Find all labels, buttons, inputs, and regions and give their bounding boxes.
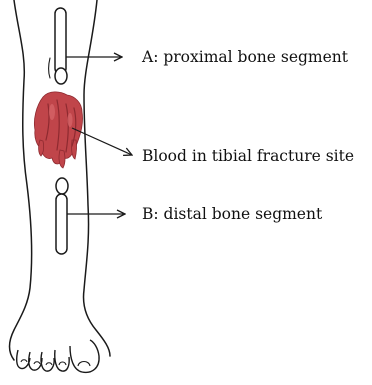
proximal-bone-shaft bbox=[55, 8, 66, 74]
proximal-bone-icon bbox=[55, 8, 67, 84]
distal-label: B: distal bone segment bbox=[142, 205, 323, 223]
leg-right-contour bbox=[84, 0, 111, 356]
toe-icon bbox=[29, 352, 42, 370]
distal-bone-shaft bbox=[56, 194, 67, 254]
knee-line bbox=[49, 58, 51, 78]
toenail bbox=[78, 362, 90, 367]
leg-left-contour bbox=[10, 0, 32, 360]
toe-icon bbox=[41, 352, 54, 371]
toenail bbox=[46, 363, 52, 365]
toe-icon bbox=[55, 350, 69, 371]
toenail bbox=[34, 362, 40, 364]
proximal-label: A: proximal bone segment bbox=[141, 48, 349, 66]
blood-label: Blood in tibial fracture site bbox=[142, 147, 354, 165]
arrow-icon bbox=[72, 128, 132, 155]
proximal-bone-end bbox=[55, 68, 67, 84]
toe-icon bbox=[70, 340, 99, 372]
toenail bbox=[21, 360, 27, 362]
blood-drip bbox=[59, 150, 65, 168]
toenail bbox=[59, 362, 66, 365]
toes-group bbox=[17, 340, 99, 372]
distal-bone-end bbox=[56, 178, 68, 194]
blood-highlight bbox=[49, 104, 55, 120]
distal-bone-icon bbox=[56, 178, 68, 254]
blood-highlight bbox=[68, 113, 73, 127]
